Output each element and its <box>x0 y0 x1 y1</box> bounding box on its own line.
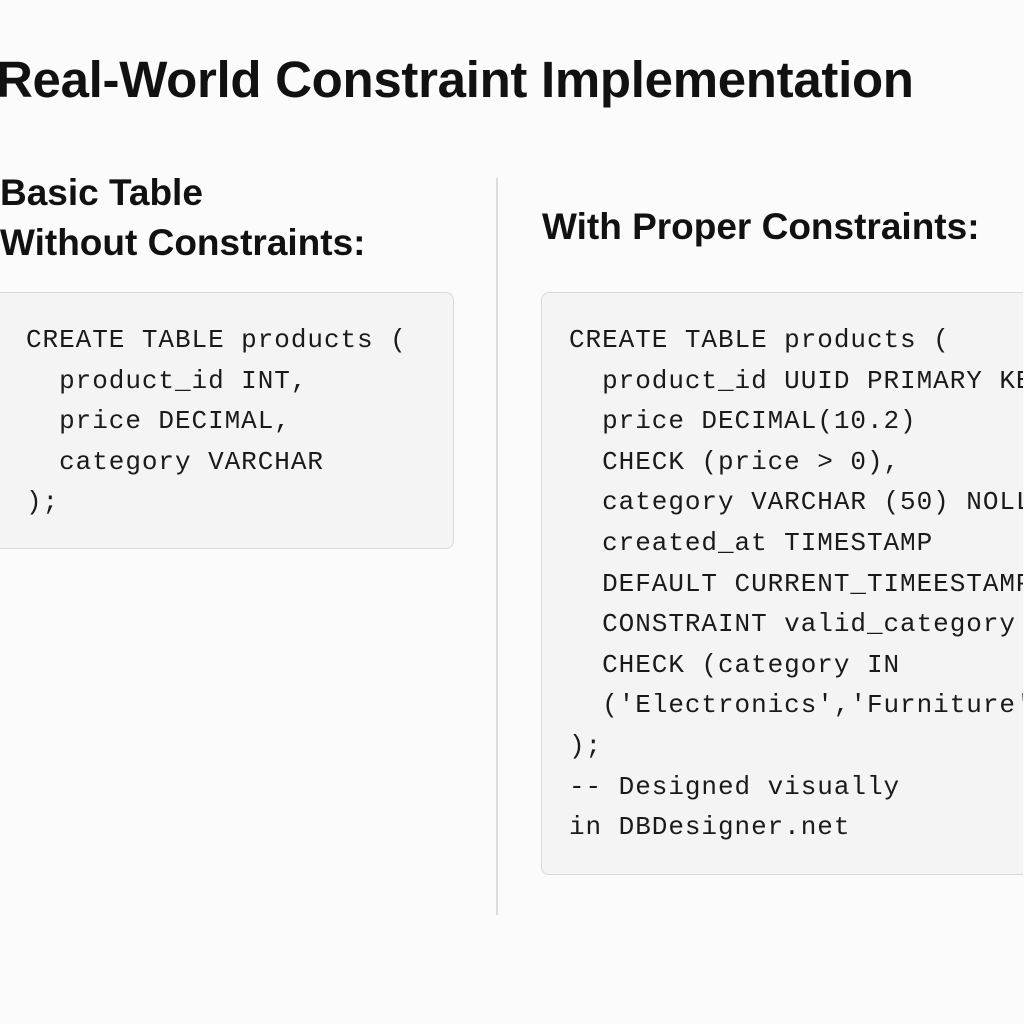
code-line: CREATE TABLE products ( <box>569 325 950 355</box>
code-line: product_id INT, <box>26 365 308 396</box>
code-line: ('Electronics','Furniture' <box>569 690 1023 721</box>
basic-table-heading: Basic Table Without Constraints: <box>0 168 366 268</box>
code-line: price DECIMAL, <box>26 406 291 437</box>
code-line: ); <box>569 730 603 761</box>
heading-line-1: Basic Table <box>0 172 203 213</box>
code-line: -- Designed visually <box>569 771 901 802</box>
constraints-heading: With Proper Constraints: <box>542 206 980 247</box>
code-line: product_id UUID PRIMARY KE <box>569 365 1023 396</box>
heading-line-2: Without Constraints: <box>0 222 366 263</box>
code-line: price DECIMAL(10.2) <box>569 406 917 437</box>
code-text: CREATE TABLE products ( product_id INT, … <box>26 320 407 523</box>
code-line: category VARCHAR <box>26 446 324 477</box>
code-line: CONSTRAINT valid_category <box>569 609 1016 640</box>
page-title: Real-World Constraint Implementation <box>0 51 914 108</box>
code-line: created_at TIMESTAMP <box>569 527 934 558</box>
code-line: CHECK (category IN <box>569 649 901 680</box>
code-text: CREATE TABLE products ( product_id UUID … <box>569 320 1023 848</box>
code-line: category VARCHAR (50) NOLL <box>569 487 1023 518</box>
column-divider <box>496 178 498 915</box>
code-line: ); <box>26 487 60 518</box>
basic-code-block: CREATE TABLE products ( product_id INT, … <box>0 292 454 549</box>
code-line: CREATE TABLE products ( <box>26 325 407 355</box>
code-line: in DBDesigner.net <box>569 812 851 843</box>
code-line: DEFAULT CURRENT_TIMEESTAMP <box>569 568 1023 599</box>
code-line: CHECK (price > 0), <box>569 446 901 477</box>
constrained-code-block: CREATE TABLE products ( product_id UUID … <box>541 292 1023 875</box>
